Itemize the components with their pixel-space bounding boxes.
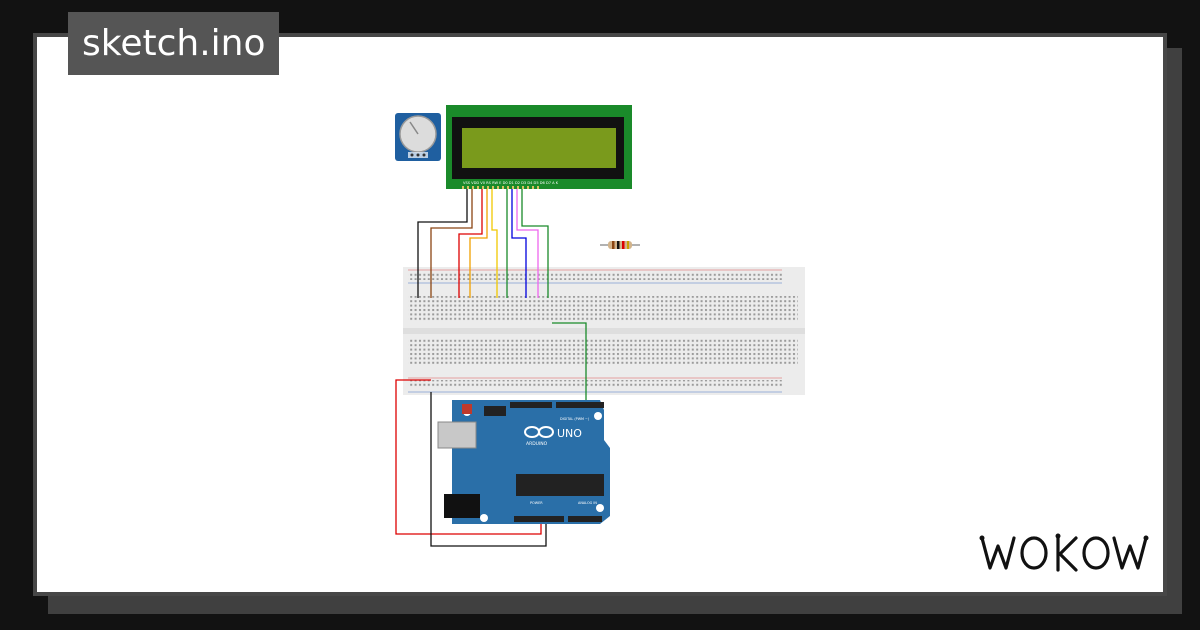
- lcd-display[interactable]: VSS VDD V0 RS RW E D0 D1 D2 D3 D4 D5 D6 …: [446, 105, 632, 189]
- power-pins-label: POWER: [530, 501, 543, 505]
- arduino-uno[interactable]: UNO ARDUINO DIGITAL (PWM ~) ANALOG IN PO…: [437, 400, 610, 524]
- lcd-pin-labels: VSS VDD V0 RS RW E D0 D1 D2 D3 D4 D5 D6 …: [463, 181, 559, 185]
- arduino-logo-icon: [524, 426, 554, 438]
- project-title: sketch.ino: [68, 12, 280, 75]
- breadboard[interactable]: [403, 267, 805, 395]
- wokwi-logo: [979, 533, 1149, 572]
- potentiometer[interactable]: [395, 113, 441, 161]
- reset-button[interactable]: [462, 404, 472, 414]
- digital-pins-label: DIGITAL (PWM ~): [560, 417, 590, 421]
- resistor[interactable]: [600, 241, 640, 249]
- wires[interactable]: [395, 189, 587, 547]
- board-model-label: UNO: [557, 427, 582, 440]
- analog-pins-label: ANALOG IN: [578, 501, 597, 505]
- board-brand-label: ARDUINO: [526, 441, 548, 447]
